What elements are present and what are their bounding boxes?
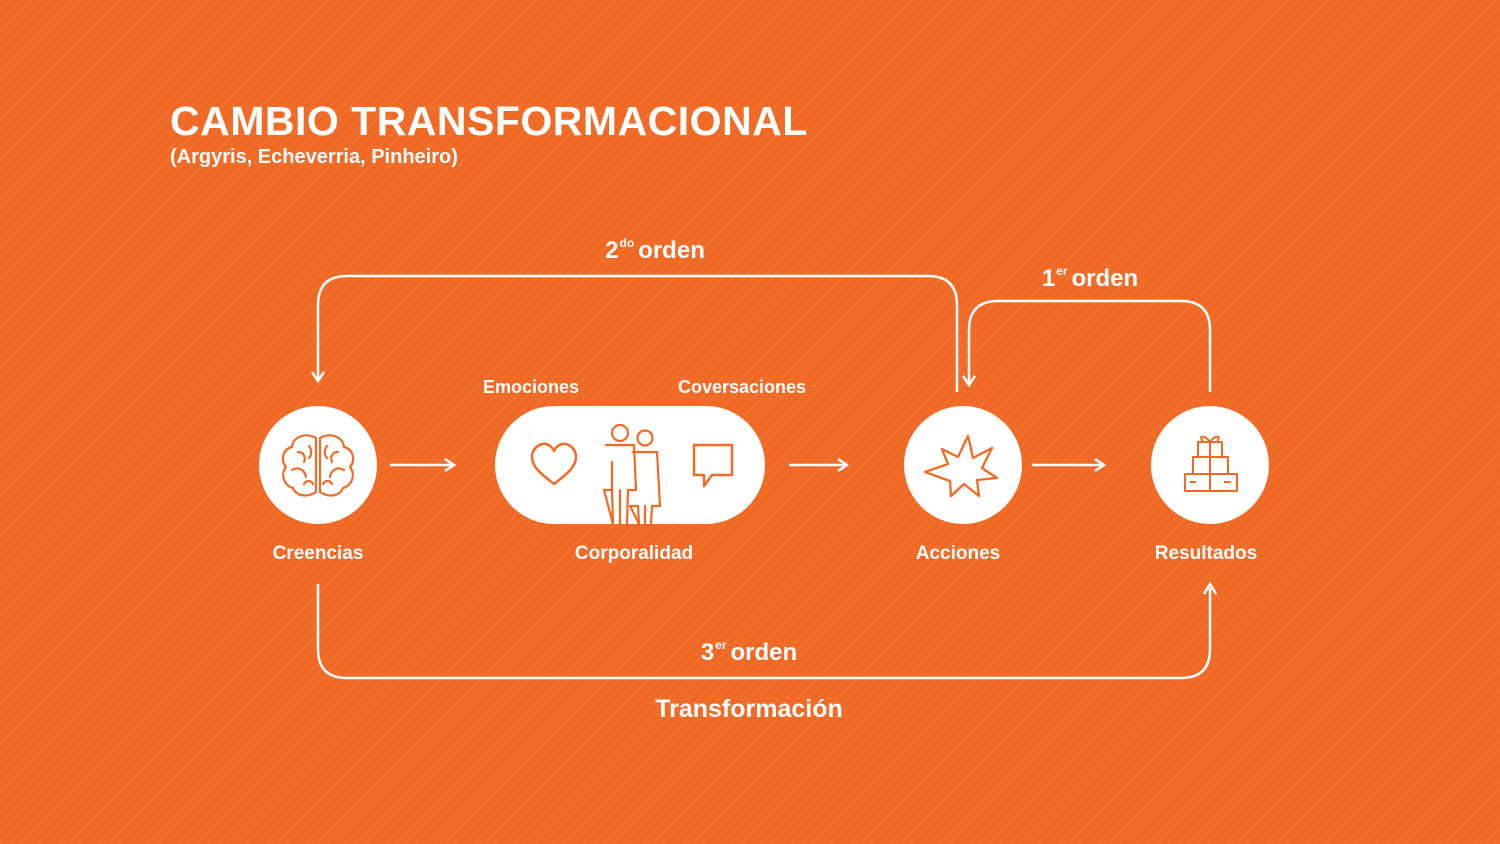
brain-icon (281, 434, 355, 497)
page-title: CAMBIO TRANSFORMACIONAL (170, 98, 808, 144)
acciones-label: Acciones (915, 543, 1001, 564)
third-order-arrowhead (1202, 581, 1218, 595)
corporalidad-node (495, 406, 765, 526)
page-subtitle: (Argyris, Echeverria, Pinheiro) (170, 146, 458, 168)
creencias-label: Creencias (272, 543, 364, 564)
creencias-node (259, 406, 377, 524)
first-order-loop (967, 299, 1212, 392)
third-order-loop (316, 584, 1212, 680)
gift-boxes-icon (1184, 435, 1238, 492)
second-order-loop (316, 274, 959, 392)
emociones-label: Emociones (482, 377, 580, 397)
arrow-creencias-to-corporalidad (390, 457, 457, 473)
transformacion-label: Transformación (655, 695, 843, 723)
arrow-acciones-to-resultados (1032, 457, 1107, 473)
people-icon (602, 423, 662, 526)
resultados-label: Resultados (1154, 543, 1258, 564)
corporalidad-label: Corporalidad (574, 543, 694, 564)
heart-icon (530, 442, 578, 486)
resultados-node (1151, 406, 1269, 524)
speech-bubble-icon (692, 443, 734, 488)
burst-icon (923, 434, 999, 498)
first-order-arrowhead (961, 375, 977, 388)
second-order-arrowhead (310, 371, 326, 384)
acciones-node (904, 406, 1022, 524)
conversaciones-label: Coversaciones (677, 377, 807, 397)
arrow-corporalidad-to-acciones (789, 457, 850, 473)
